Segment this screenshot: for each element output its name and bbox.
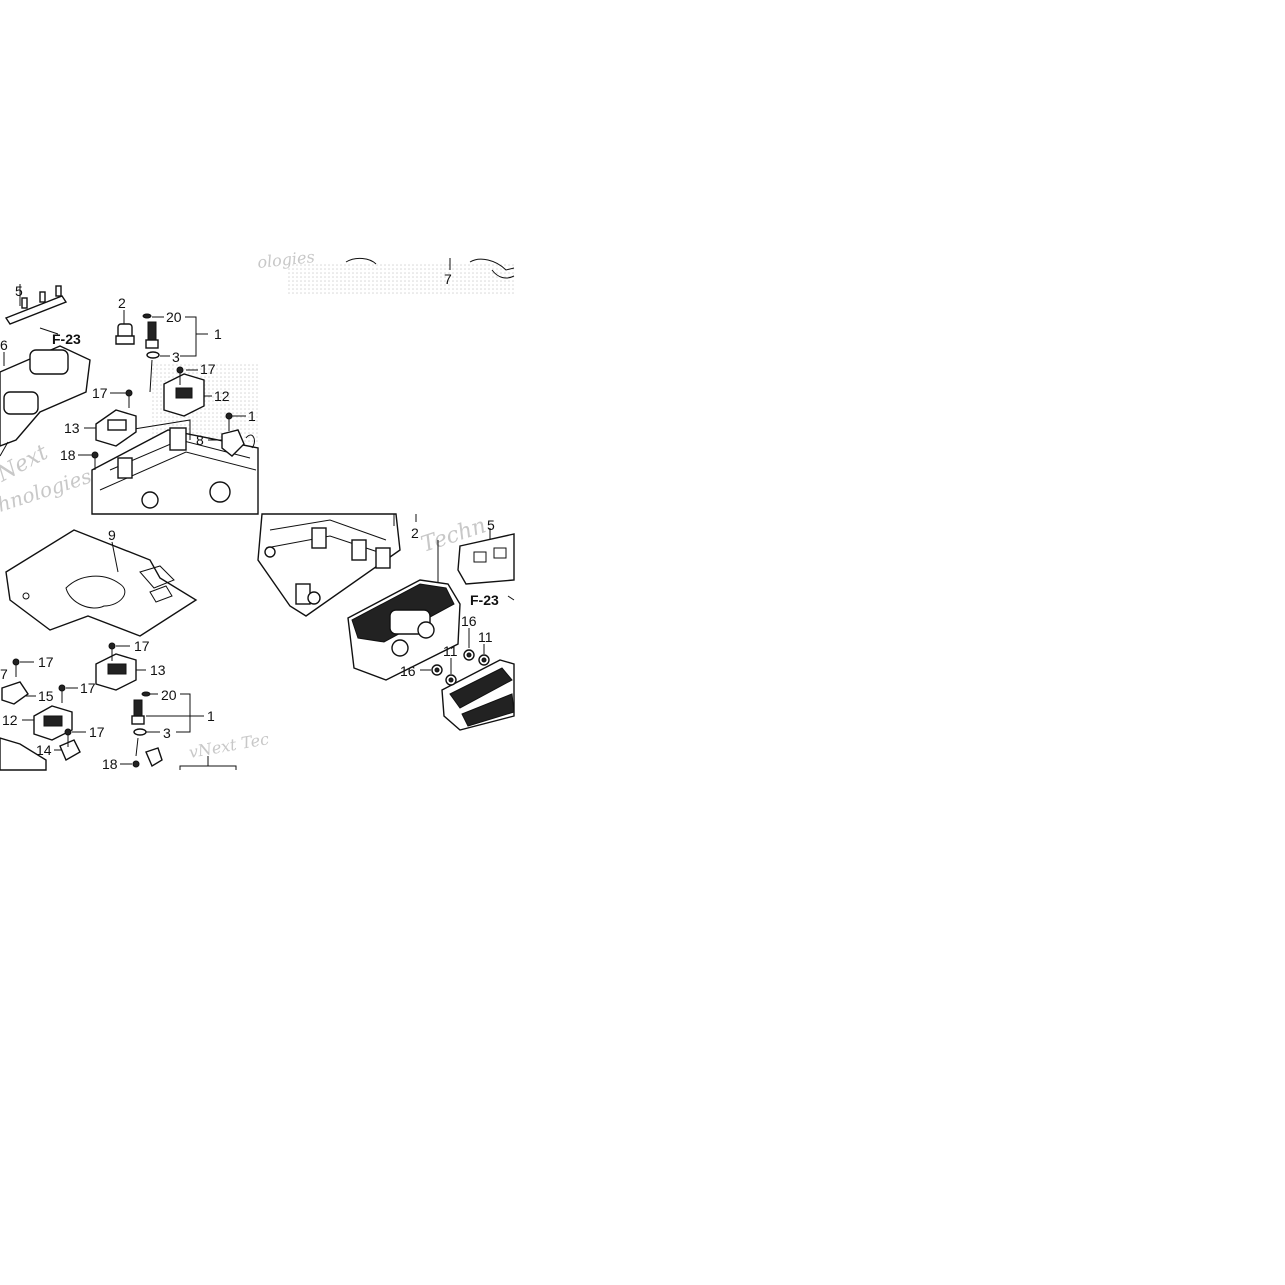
panel-top-right: ologies 7 [256, 247, 515, 296]
leader-lines [3, 284, 246, 456]
callout-label: 17 [38, 654, 54, 670]
leader-lines [393, 514, 515, 674]
injector [142, 313, 160, 393]
callout-label: 13 [64, 420, 80, 436]
callout-label: 1 [248, 408, 256, 424]
callout-label: 15 [38, 688, 54, 704]
callout-label: 17 [134, 638, 150, 654]
callout-label: 11 [478, 629, 493, 645]
callout-label: 20 [166, 309, 182, 325]
panel-bottom-left: 9 [0, 527, 270, 772]
figure-reference: F-23 [52, 331, 81, 347]
callout-label: 17 [80, 680, 96, 696]
callout-label: 5 [15, 283, 23, 299]
callout-label: 16 [461, 613, 477, 629]
callout-label: 2 [118, 295, 126, 311]
callout-label: 7 [0, 666, 8, 682]
callout-label: 17 [200, 361, 216, 377]
mount-pad [95, 409, 137, 447]
sensor [145, 747, 163, 768]
intake-manifold [0, 737, 47, 771]
watermark-text: vNext Tec [187, 729, 270, 762]
callout-label: 18 [60, 447, 76, 463]
panel-top-left: Next hnologies [0, 258, 259, 517]
callout-label: 1 [214, 326, 222, 342]
manifold-cover [0, 345, 91, 457]
callout-label: 8 [196, 432, 204, 448]
callout-label: 20 [161, 687, 177, 703]
intake-manifold [257, 513, 401, 617]
mount-pad [95, 653, 137, 691]
callout-label: 9 [108, 527, 116, 543]
fuel-rail [4, 285, 68, 325]
bolt [91, 366, 233, 470]
callout-label: 16 [400, 663, 416, 679]
bracket [221, 429, 245, 457]
callout-label: 17 [92, 385, 108, 401]
callout-label: 14 [36, 742, 52, 758]
callout-label: 17 [89, 724, 105, 740]
callout-label: 7 [444, 271, 452, 287]
bracket [1, 681, 81, 761]
mount-pad [163, 373, 205, 417]
callout-label: 13 [150, 662, 166, 678]
mount-pad [33, 705, 73, 741]
sensor [115, 323, 135, 345]
engine-cover [347, 579, 461, 681]
intake-manifold [91, 419, 259, 515]
callout-label: 18 [102, 756, 118, 772]
callout-label: 6 [0, 337, 8, 353]
callout-label: 3 [172, 349, 180, 365]
grommet [431, 649, 490, 686]
callout-label: 2 [411, 525, 419, 541]
figure-reference: F-23 [470, 592, 499, 608]
air-duct [441, 659, 515, 731]
bolt [12, 642, 140, 768]
panel-bottom-right: Techn [257, 513, 515, 731]
leader-lines [20, 645, 204, 765]
callout-label: 5 [487, 517, 495, 533]
injector [131, 691, 151, 757]
callout-label: 12 [214, 388, 230, 404]
callout-label: 12 [2, 712, 18, 728]
callout-label: 3 [163, 725, 171, 741]
callout-label: 11 [443, 643, 458, 659]
callout-label: 1 [207, 708, 215, 724]
gasket-plate [5, 529, 198, 637]
